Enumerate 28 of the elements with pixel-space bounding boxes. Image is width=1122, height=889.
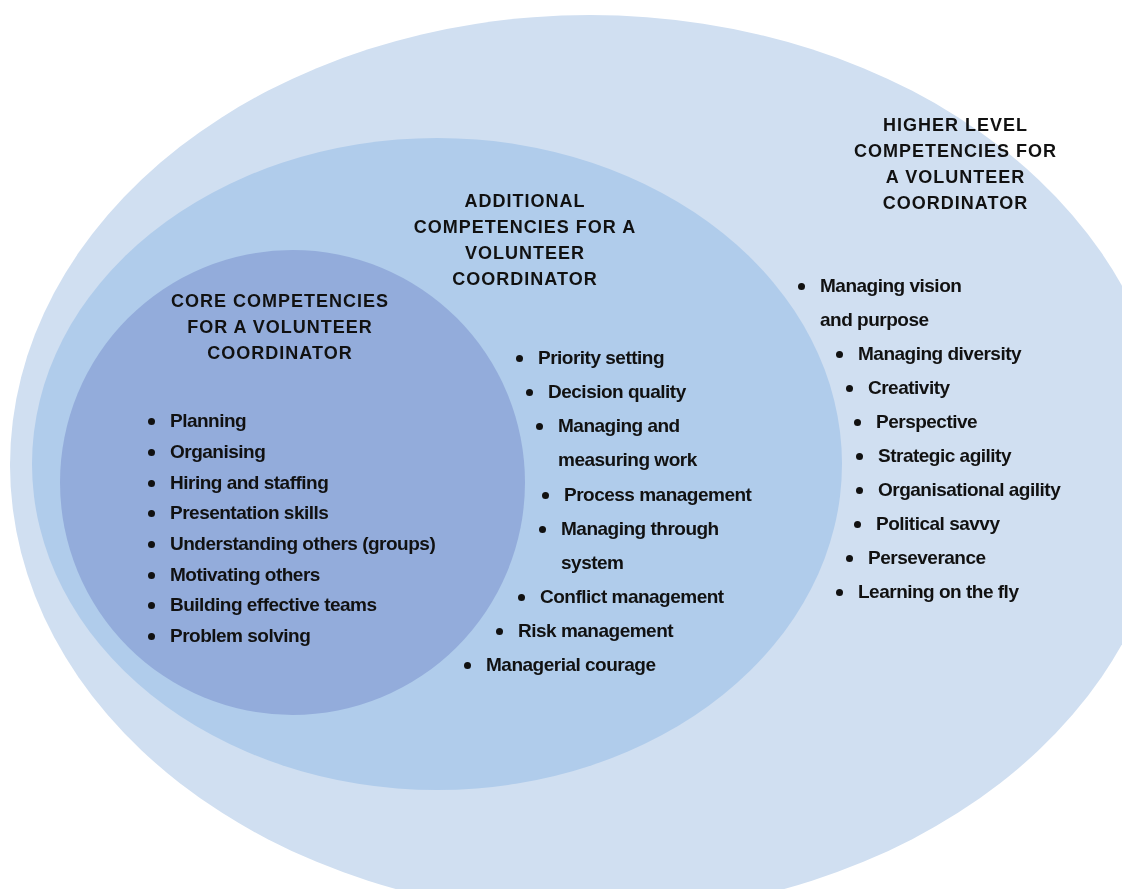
list-item: Motivating others [170,563,320,587]
list-item: Managing vision and purpose [820,274,963,332]
list-item: Presentation skills [170,501,329,525]
region-heading: ADDITIONAL COMPETENCIES FOR A VOLUNTEER COORDINATOR [412,190,638,291]
list-item: Organisational agility [878,478,1061,502]
list-item: Building effective teams [170,593,377,617]
list-item: Decision quality [548,380,686,404]
list-item: Process management [564,483,752,507]
list-item: Organising [170,440,266,464]
list-item: Hiring and staffing [170,471,329,495]
list-item: Perseverance [868,546,986,570]
list-item: Planning [170,409,247,433]
list-item: Political savvy [876,512,1000,536]
list-item: Managing diversity [858,342,1022,366]
list-item: Managerial courage [486,653,656,677]
list-item: Managing and measuring work [558,414,698,472]
list-item: Problem solving [170,624,311,648]
list-item: Conflict management [540,585,724,609]
list-item: Risk management [518,619,674,643]
region-heading: CORE COMPETENCIES FOR A VOLUNTEER COORDINATOR [170,290,390,365]
region-heading: HIGHER LEVEL COMPETENCIES FOR A VOLUNTEER COORDINATOR [853,114,1058,215]
list-item: Understanding others (groups) [170,532,436,556]
list-item: Learning on the fly [858,580,1019,604]
list-item: Strategic agility [878,444,1011,468]
list-item: Priority setting [538,346,665,370]
list-item: Managing through system [561,517,720,575]
list-item: Creativity [868,376,950,400]
list-item: Perspective [876,410,978,434]
